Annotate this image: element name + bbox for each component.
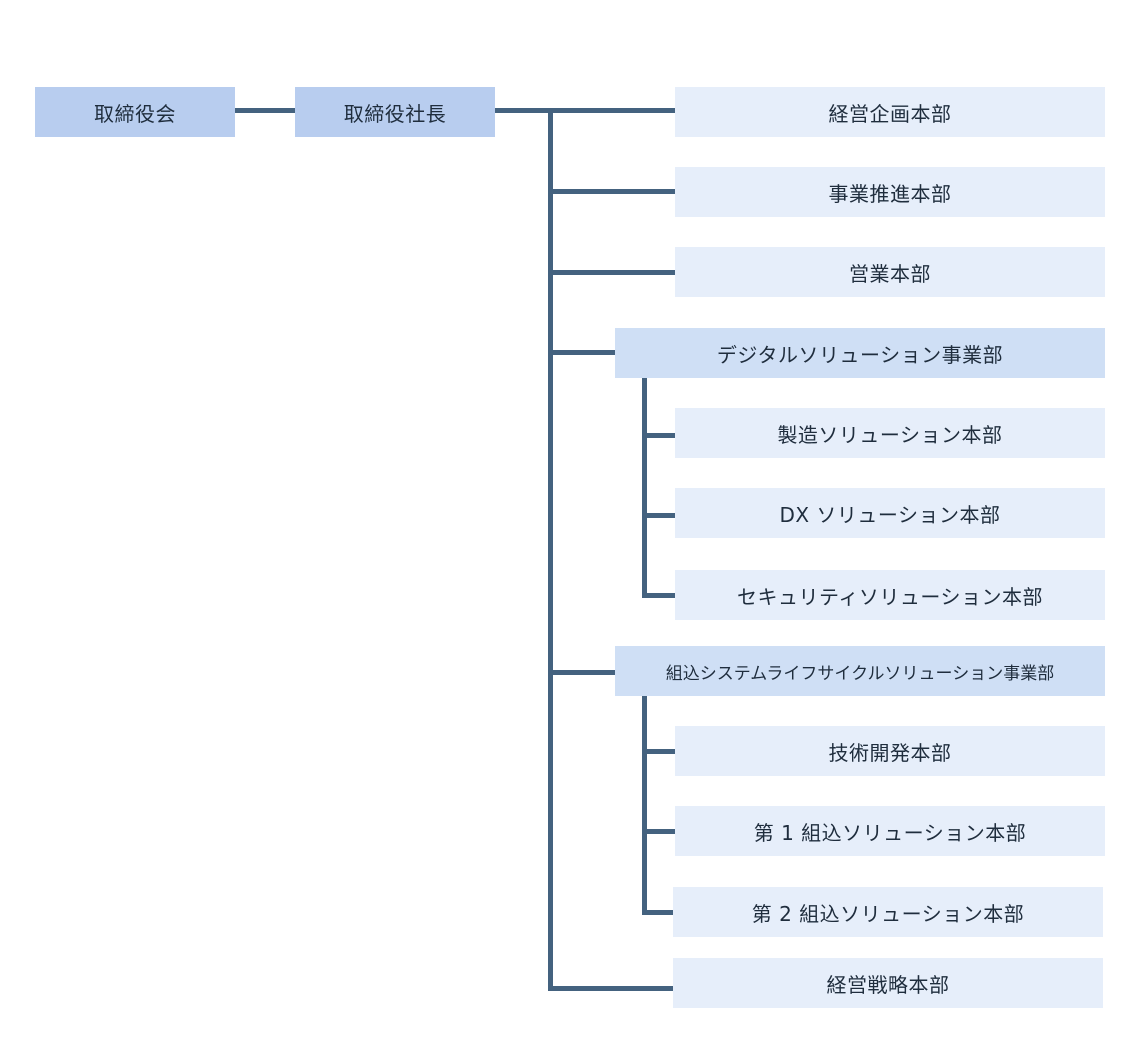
embedded-division-box: 組込システムライフサイクルソリューション事業部 <box>615 646 1105 696</box>
connector-security-solutions <box>642 593 675 598</box>
embedded-sub-trunk-line <box>642 695 647 915</box>
digital-division-box: デジタルソリューション事業部 <box>615 328 1105 378</box>
digital-sub-trunk-line <box>642 377 647 598</box>
main-trunk-line <box>548 110 553 991</box>
embedded-solutions-2-box: 第 2 組込ソリューション本部 <box>673 887 1103 937</box>
connector-sales <box>548 270 675 275</box>
connector-tech-development <box>642 749 675 754</box>
business-promotion-box: 事業推進本部 <box>675 167 1105 217</box>
connector-embedded-division <box>548 670 615 675</box>
embedded-solutions-1-box: 第 1 組込ソリューション本部 <box>675 806 1105 856</box>
manufacturing-solutions-box: 製造ソリューション本部 <box>675 408 1105 458</box>
connector-digital-division <box>548 350 615 355</box>
connector-embedded-solutions-2 <box>642 910 673 915</box>
board-box: 取締役会 <box>35 87 235 137</box>
connector-management-strategy <box>548 986 673 991</box>
connector-business-promotion <box>548 189 675 194</box>
tech-development-box: 技術開発本部 <box>675 726 1105 776</box>
security-solutions-box: セキュリティソリューション本部 <box>675 570 1105 620</box>
sales-box: 営業本部 <box>675 247 1105 297</box>
connector-manufacturing-solutions <box>642 433 675 438</box>
connector-embedded-solutions-1 <box>642 829 675 834</box>
management-strategy-box: 経営戦略本部 <box>673 958 1103 1008</box>
corporate-planning-box: 経営企画本部 <box>675 87 1105 137</box>
connector-board-president <box>235 108 295 113</box>
president-box: 取締役社長 <box>295 87 495 137</box>
connector-president-trunk <box>495 108 675 113</box>
connector-dx-solutions <box>642 513 675 518</box>
dx-solutions-box: DX ソリューション本部 <box>675 488 1105 538</box>
